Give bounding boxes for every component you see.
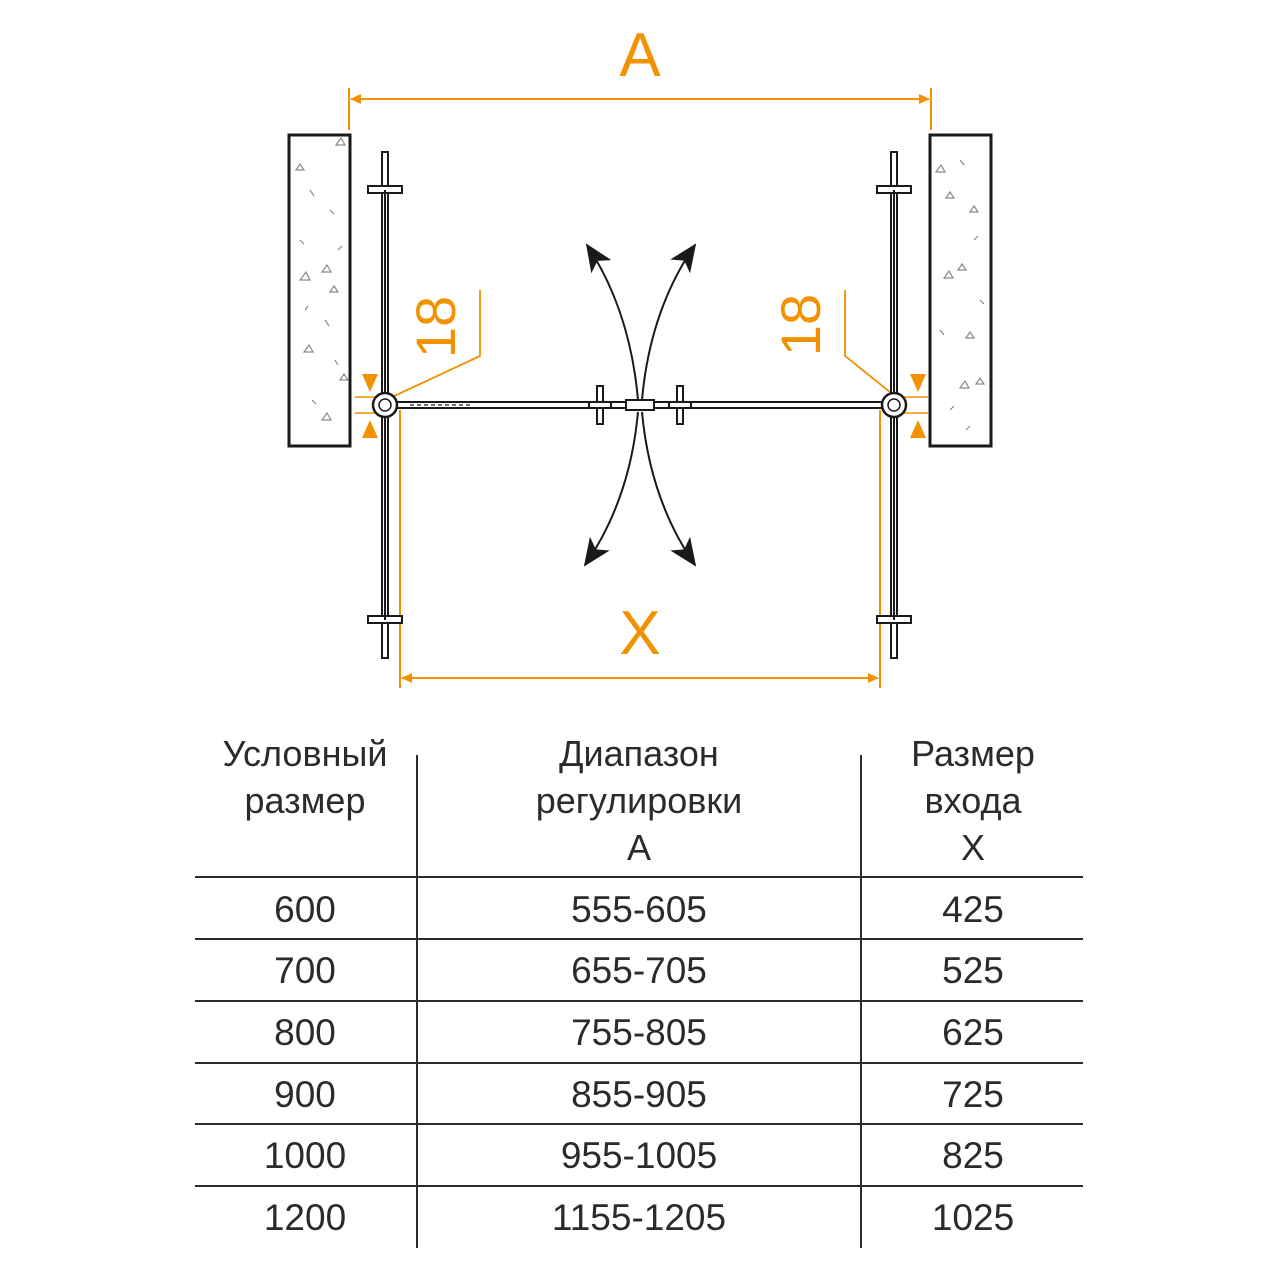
row-divider <box>195 1123 1083 1125</box>
column-divider-2 <box>860 755 862 1248</box>
right-wall <box>928 133 993 448</box>
table-cell-range: 655-705 <box>571 950 707 991</box>
table-cell-nominal: 1200 <box>263 1197 347 1238</box>
column-divider-1 <box>416 755 418 1248</box>
table-cell-entry: 625 <box>942 1012 1004 1053</box>
header-adjustment-range-line2: регулировки <box>535 780 743 821</box>
table-cell-entry: 525 <box>942 950 1004 991</box>
header-entry-size: Размер входа X <box>863 730 1083 871</box>
door-leaves <box>393 385 887 425</box>
gap-label-right: 18 <box>769 294 832 356</box>
table-cell-nominal: 700 <box>274 950 336 991</box>
table-cell-nominal: 800 <box>274 1012 336 1053</box>
table-cell-range: 555-605 <box>571 889 707 930</box>
row-divider <box>195 876 1083 878</box>
left-wall <box>287 133 352 448</box>
table-cell-entry: 425 <box>942 889 1004 930</box>
header-nominal-size-line2: размер <box>244 780 366 821</box>
header-entry-size-line2: входа <box>924 780 1022 821</box>
dimension-x-label: X <box>619 599 660 668</box>
dimension-x: X <box>399 410 881 688</box>
gap-label-left: 18 <box>404 296 467 358</box>
table-cell-range: 855-905 <box>571 1074 707 1115</box>
hinge-right <box>880 391 908 419</box>
table-cell-range: 755-805 <box>571 1012 707 1053</box>
row-divider <box>195 938 1083 940</box>
row-divider <box>195 1185 1083 1187</box>
table-cell-entry: 1025 <box>931 1197 1015 1238</box>
hinge-left <box>371 391 399 419</box>
row-divider <box>195 1062 1083 1064</box>
header-adjustment-range-line3: A <box>626 827 651 868</box>
dimension-a: A <box>348 21 932 130</box>
shower-door-plan-diagram: A X 18 18 <box>287 21 993 688</box>
gap-dimension-right: 18 <box>769 290 928 438</box>
table-cell-nominal: 1000 <box>263 1135 347 1176</box>
table-cell-range: 955-1005 <box>560 1135 718 1176</box>
table-cell-nominal: 900 <box>274 1074 336 1115</box>
swing-arrows <box>583 243 697 567</box>
header-entry-size-line1: Размер <box>911 733 1035 774</box>
header-nominal-size-line1: Условный <box>222 733 388 774</box>
dimension-a-label: A <box>619 21 661 90</box>
table-cell-range: 1155-1205 <box>551 1197 727 1238</box>
header-adjustment-range: Диапазон регулировки A <box>417 730 861 871</box>
header-entry-size-line3: X <box>960 827 985 868</box>
row-divider <box>195 1000 1083 1002</box>
table-cell-nominal: 600 <box>274 889 336 930</box>
header-adjustment-range-line1: Диапазон <box>559 733 719 774</box>
table-cell-entry: 825 <box>942 1135 1004 1176</box>
header-nominal-size: Условный размер <box>195 730 415 824</box>
table-cell-entry: 725 <box>942 1074 1004 1115</box>
gap-dimension-left: 18 <box>355 290 481 438</box>
